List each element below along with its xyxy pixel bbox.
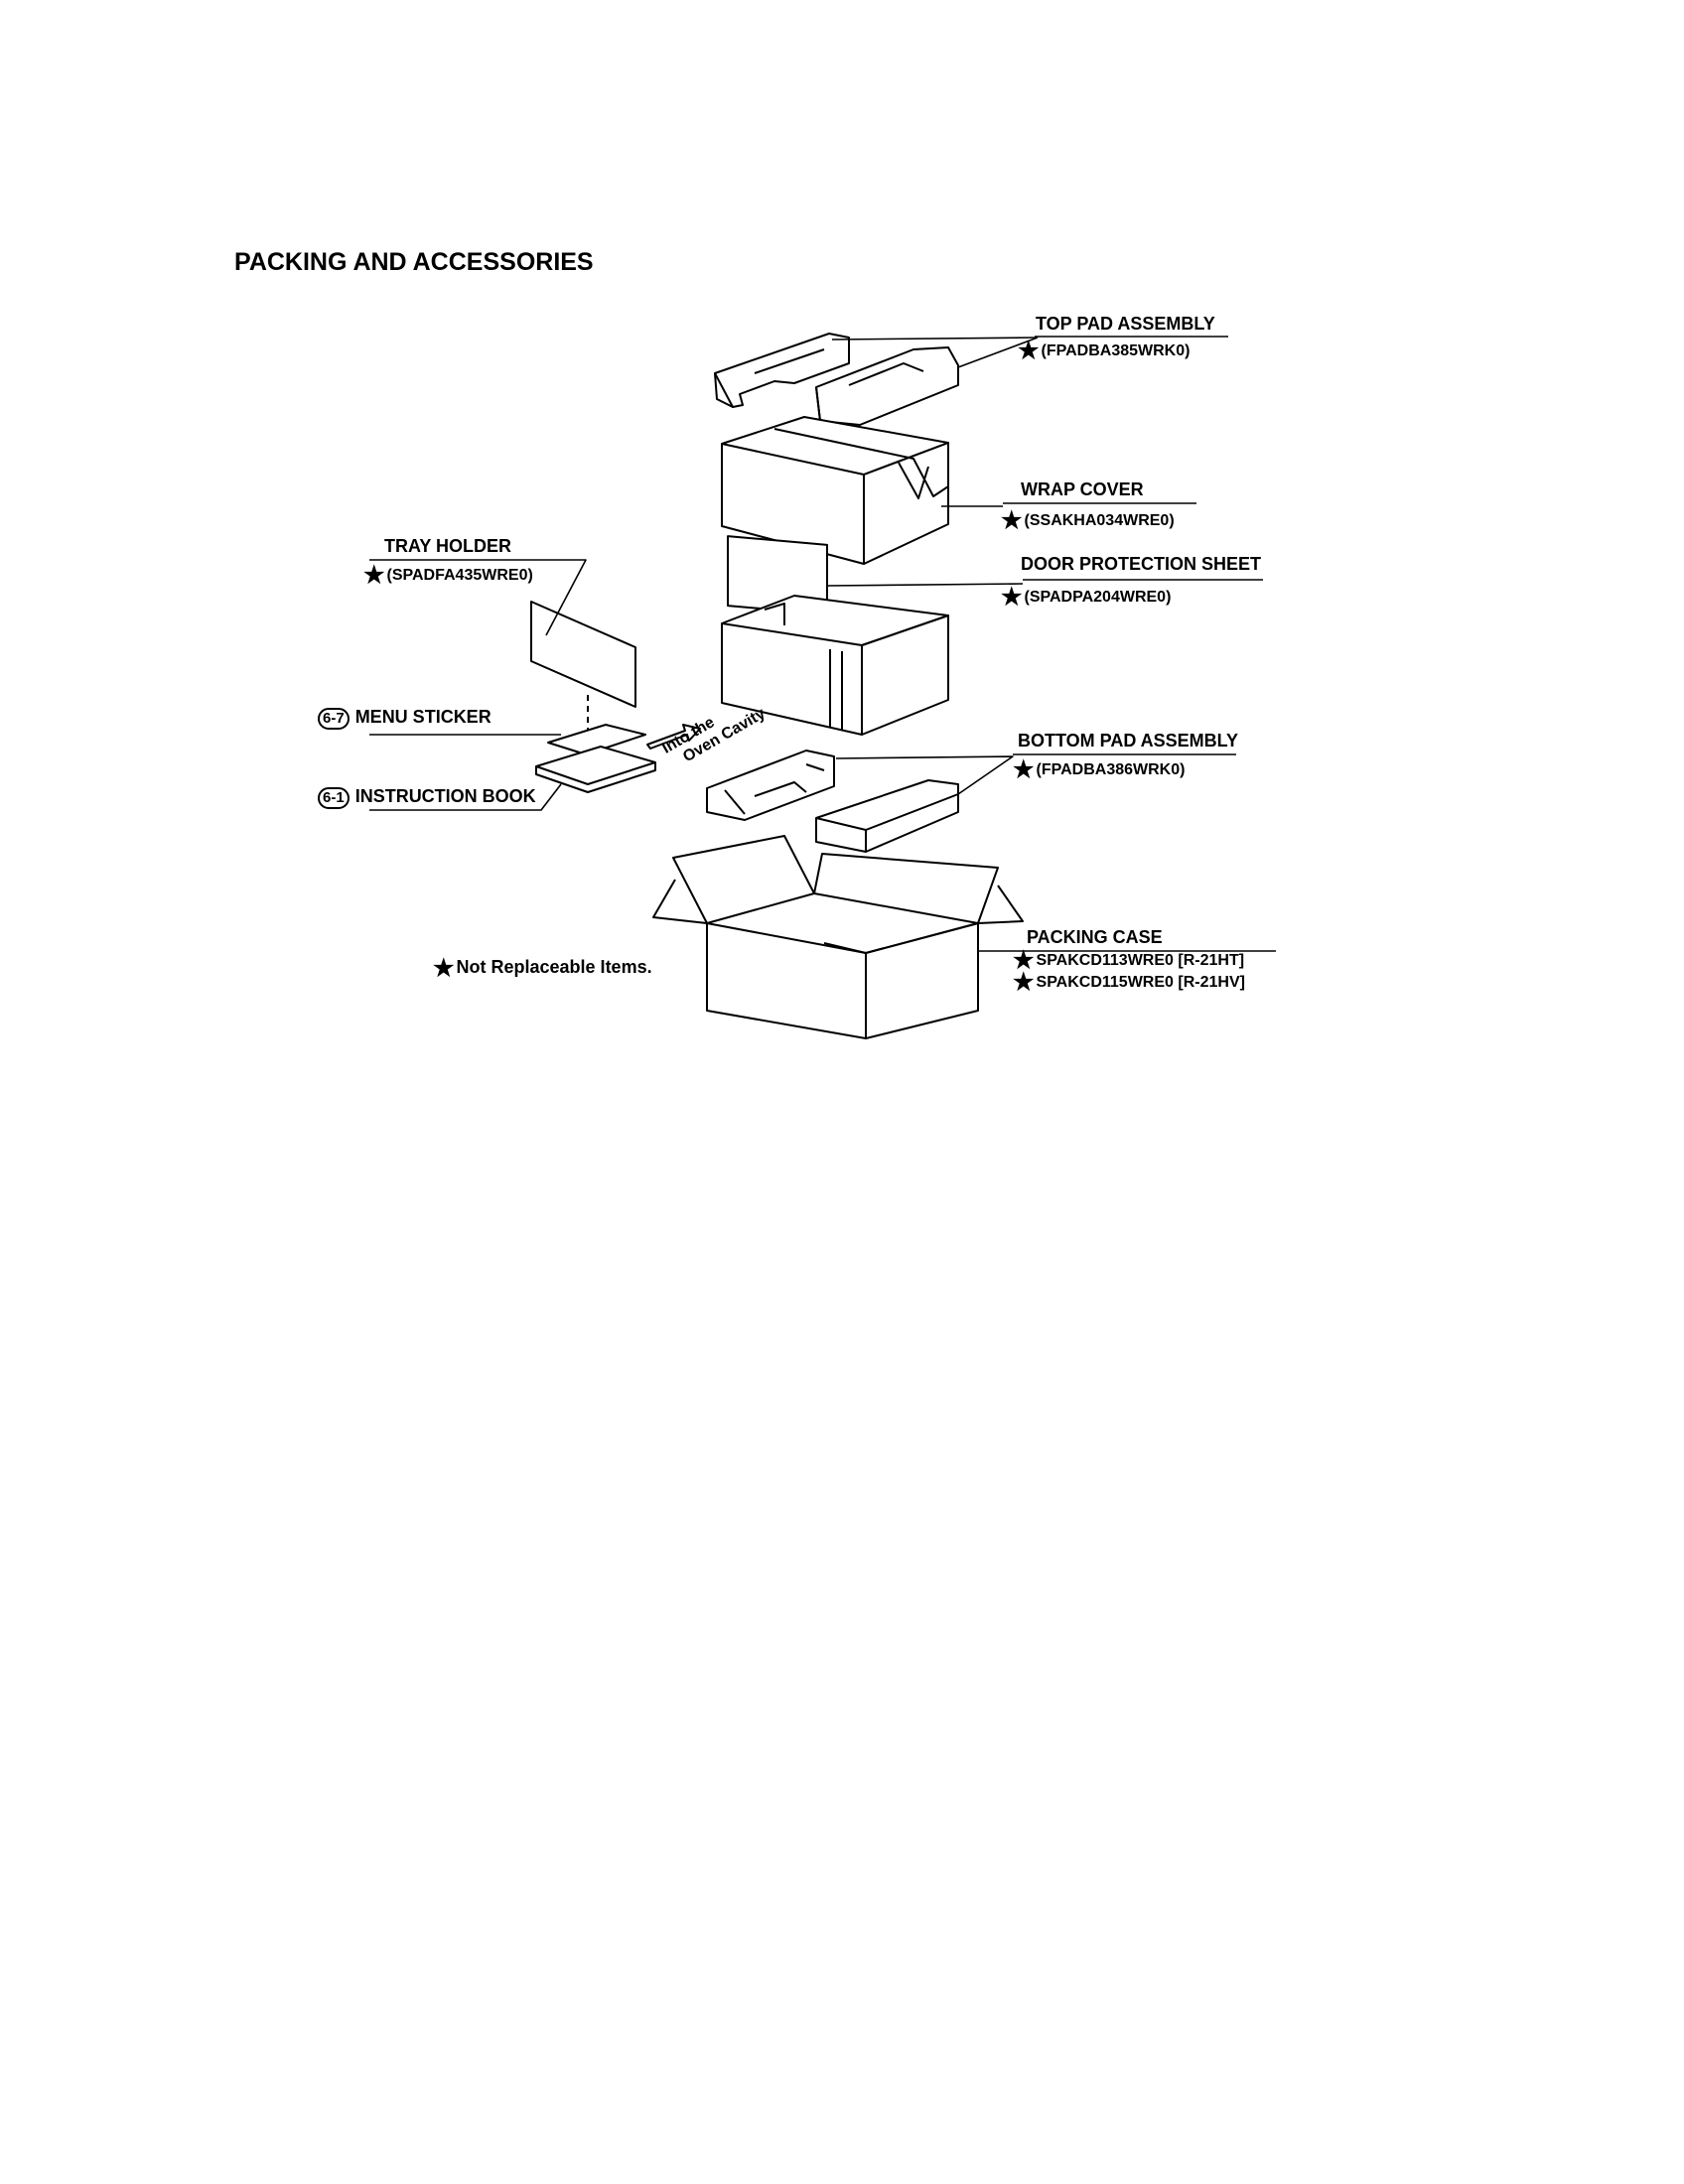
bottom-pad-label: BOTTOM PAD ASSEMBLY	[1018, 731, 1239, 751]
top-pad-left	[715, 334, 849, 407]
oven-unit	[722, 596, 948, 735]
packing-case-label: PACKING CASE	[1027, 927, 1163, 947]
top-pad-label: TOP PAD ASSEMBLY	[1036, 314, 1215, 334]
menu-sticker-shape	[548, 725, 645, 754]
leader-lines	[369, 337, 1276, 951]
packing-case-part-no-1: ★SPAKCD113WRE0 [R-21HT]	[1013, 947, 1245, 974]
into-oven-arrow	[647, 725, 700, 749]
tray-holder-sheet	[531, 602, 635, 707]
tray-holder-part-no: ★(SPADFA435WRE0)	[363, 562, 533, 589]
bottom-pad-part-no: ★(FPADBA386WRK0)	[1013, 756, 1186, 783]
bottom-pad-right	[816, 780, 958, 852]
wrap-cover-label: WRAP COVER	[1021, 479, 1144, 499]
tray-holder-label: TRAY HOLDER	[384, 536, 512, 556]
legend-not-replaceable: ★Not Replaceable Items.	[433, 955, 652, 982]
door-sheet-part-no: ★(SPADPA204WRE0)	[1001, 584, 1172, 611]
instruction-book-shape	[536, 747, 655, 792]
ref-6-7: 6-7	[318, 708, 350, 730]
star-icon: ★	[1001, 584, 1023, 611]
top-pad-part-no: ★(FPADBA385WRK0)	[1018, 338, 1191, 364]
wrap-cover-part-no: ★(SSAKHA034WRE0)	[1001, 507, 1175, 534]
door-sheet-label: DOOR PROTECTION SHEET	[1021, 554, 1262, 574]
star-icon: ★	[1018, 338, 1040, 364]
ref-6-1: 6-1	[318, 787, 350, 809]
star-icon: ★	[1001, 507, 1023, 534]
page-title: PACKING AND ACCESSORIES	[234, 248, 594, 276]
packing-case-part-no-2: ★SPAKCD115WRE0 [R-21HV]	[1013, 969, 1245, 996]
star-icon: ★	[1013, 969, 1035, 996]
star-icon: ★	[433, 955, 455, 982]
star-icon: ★	[1013, 756, 1035, 783]
star-icon: ★	[363, 562, 385, 589]
bottom-pad-left	[707, 751, 834, 820]
packing-case	[653, 836, 1023, 1038]
star-icon: ★	[1013, 947, 1035, 974]
